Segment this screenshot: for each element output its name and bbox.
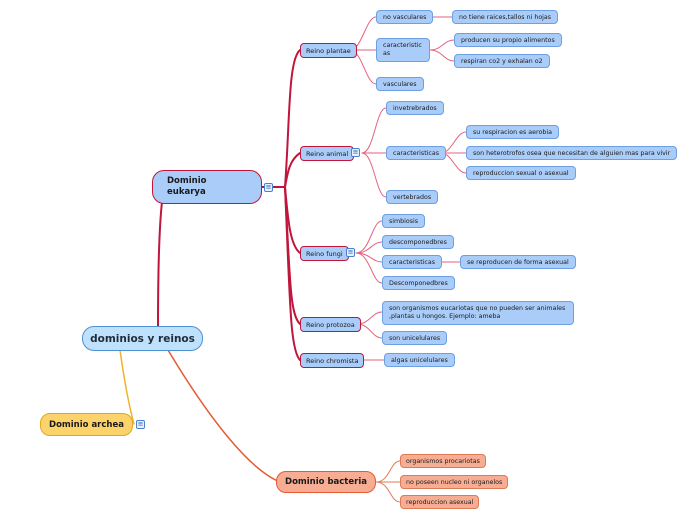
fungi-caracteristicas-detail-label: se reproducen de forma asexual [467, 258, 569, 266]
animal-invertebrados[interactable]: invetrebrados [386, 101, 444, 115]
fungi-caracteristicas-detail[interactable]: se reproducen de forma asexual [460, 255, 576, 269]
plantae-no-vasculares-detail[interactable]: no tiene raices,tallos ni hojas [452, 10, 559, 24]
plantae-caracteristicas-label: caracteristicas [383, 42, 422, 57]
bacteria-item-label: organismos procariotas [406, 457, 480, 465]
dominio-eukarya-node[interactable]: Dominio eukarya [152, 170, 262, 204]
reino-plantae-node[interactable]: Reino plantae [300, 43, 357, 58]
bacteria-item[interactable]: no poseen nucleo ni organelos [400, 475, 509, 489]
fungi-item[interactable]: descomponedbres [382, 235, 454, 249]
bacteria-item[interactable]: reproduccion asexual [400, 495, 480, 509]
reino-fungi-label: Reino fungi [306, 249, 343, 258]
plantae-vasculares-label: vasculares [383, 80, 417, 88]
collapse-icon[interactable]: ≡ [264, 183, 273, 192]
plantae-no-vasculares-detail-label: no tiene raices,tallos ni hojas [459, 13, 552, 21]
reino-protozoa-node[interactable]: Reino protozoa [300, 317, 361, 332]
collapse-icon[interactable]: ≡ [346, 248, 355, 257]
protozoa-detail[interactable]: son organismos eucariotas que no pueden … [382, 301, 574, 325]
protozoa-unicelulares-label: son unicelulares [389, 334, 441, 342]
chromista-detail-label: algas unicelulares [391, 356, 448, 364]
collapse-icon[interactable]: ≡ [136, 420, 145, 429]
dominio-bacteria-node[interactable]: Dominio bacteria [276, 471, 376, 493]
plantae-no-vasculares[interactable]: no vasculares [376, 10, 434, 24]
dominio-eukarya-label: Dominio eukarya [167, 176, 207, 197]
animal-caracteristicas[interactable]: caracteristicas [386, 146, 447, 160]
central-topic-label: dominios y reinos [90, 332, 195, 345]
dominio-archea-node[interactable]: Dominio archea [40, 413, 133, 436]
reino-chromista-node[interactable]: Reino chromista [300, 353, 365, 368]
dominio-archea-label: Dominio archea [49, 419, 124, 430]
animal-caracteristica-item-label: su respiracion es aerobia [473, 128, 552, 136]
animal-vertebrados-label: vertebrados [393, 193, 432, 201]
reino-plantae-label: Reino plantae [306, 46, 351, 55]
plantae-caracteristica-item[interactable]: producen su propio alimentos [454, 33, 562, 47]
reino-animal-label: Reino animal [306, 149, 349, 158]
plantae-caracteristica-item-label: producen su propio alimentos [461, 36, 555, 44]
animal-caracteristica-item[interactable]: su respiracion es aerobia [466, 125, 559, 139]
animal-caracteristica-item[interactable]: son heterotrofos osea que necesitan de a… [466, 146, 678, 160]
chromista-detail[interactable]: algas unicelulares [384, 353, 455, 367]
fungi-item-label: Descomponedbres [389, 279, 448, 287]
plantae-caracteristica-item[interactable]: respiran co2 y exhalan o2 [454, 54, 550, 68]
central-topic[interactable]: dominios y reinos [82, 326, 203, 351]
dominio-bacteria-label: Dominio bacteria [285, 477, 367, 487]
animal-caracteristica-item[interactable]: reproduccion sexual o asexual [466, 166, 576, 180]
bacteria-item-label: no poseen nucleo ni organelos [406, 478, 503, 486]
fungi-item[interactable]: simbiosis [382, 214, 426, 228]
plantae-caracteristicas[interactable]: caracteristicas [376, 38, 430, 62]
reino-animal-node[interactable]: Reino animal [300, 146, 355, 161]
animal-caracteristicas-label: caracteristicas [393, 149, 440, 157]
fungi-caracteristicas-label: caracteristicas [389, 258, 436, 266]
fungi-item-label: descomponedbres [389, 238, 447, 246]
reino-protozoa-label: Reino protozoa [306, 320, 355, 329]
fungi-item-label: simbiosis [389, 217, 419, 225]
animal-caracteristica-item-label: reproduccion sexual o asexual [473, 169, 569, 177]
animal-caracteristica-item-label: son heterotrofos osea que necesitan de a… [473, 149, 671, 157]
fungi-item[interactable]: Descomponedbres [382, 276, 455, 290]
animal-invertebrados-label: invetrebrados [393, 104, 437, 112]
bacteria-item-label: reproduccion asexual [406, 498, 474, 506]
animal-vertebrados[interactable]: vertebrados [386, 190, 439, 204]
collapse-icon[interactable]: ≡ [351, 148, 360, 157]
protozoa-unicelulares[interactable]: son unicelulares [382, 331, 448, 345]
plantae-caracteristica-item-label: respiran co2 y exhalan o2 [461, 57, 543, 65]
reino-fungi-node[interactable]: Reino fungi [300, 246, 349, 261]
fungi-caracteristicas[interactable]: caracteristicas [382, 255, 443, 269]
bacteria-item[interactable]: organismos procariotas [400, 454, 486, 468]
plantae-vasculares[interactable]: vasculares [376, 77, 424, 91]
protozoa-detail-label: son organismos eucariotas que no pueden … [389, 305, 566, 320]
plantae-no-vasculares-label: no vasculares [383, 13, 427, 21]
reino-chromista-label: Reino chromista [306, 356, 359, 365]
